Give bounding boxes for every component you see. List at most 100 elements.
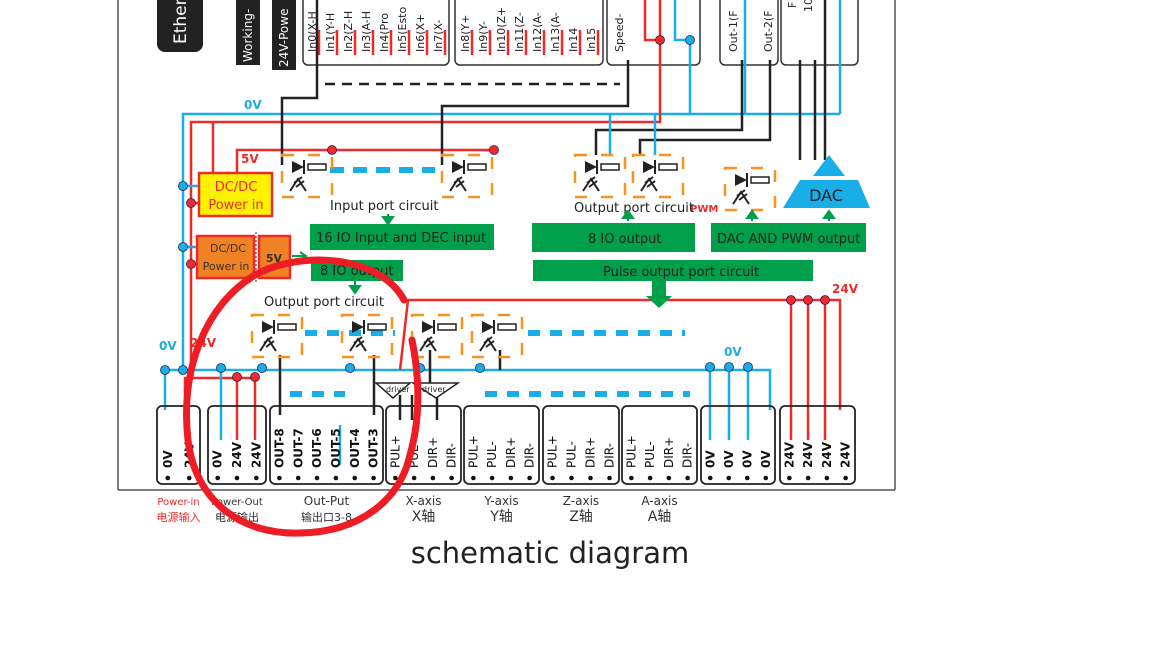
terminal-screw[interactable] <box>744 475 750 481</box>
junction-dot <box>685 35 695 45</box>
terminal-pin-label: DIR- <box>603 443 617 468</box>
terminal-pin-label: DIR+ <box>426 437 440 468</box>
terminal-screw[interactable] <box>508 475 514 481</box>
junction-dot <box>178 181 188 191</box>
zero-v-label-right: 0V <box>724 345 742 359</box>
terminal-screw[interactable] <box>165 475 171 481</box>
working-label-block: Working- <box>236 0 260 65</box>
input-pin-label: In2(Z-H <box>342 11 355 52</box>
junction-dot <box>160 365 170 375</box>
terminal-screw[interactable] <box>449 475 454 481</box>
terminal-screw[interactable] <box>371 475 376 481</box>
terminal-screw[interactable] <box>685 475 690 481</box>
terminal-screw[interactable] <box>234 475 240 481</box>
terminal-screw[interactable] <box>314 475 320 481</box>
terminal-screw[interactable] <box>805 475 811 481</box>
junction-dot <box>186 198 196 208</box>
svg-text:Out-1(F: Out-1(F <box>727 10 740 52</box>
terminal-screw[interactable] <box>588 475 593 481</box>
terminal-block-label-cn: A轴 <box>648 509 672 525</box>
terminal-screw[interactable] <box>787 475 792 481</box>
terminal-block-label: Z-axis <box>563 494 599 508</box>
terminal-screw[interactable] <box>277 475 282 481</box>
twentyfour-v-label-right: 24V <box>832 282 859 296</box>
terminal-screw[interactable] <box>843 475 848 481</box>
junction-dot <box>743 362 753 372</box>
terminal-screw[interactable] <box>647 475 653 481</box>
io-input-box: 16 IO Input and DEC input <box>310 224 494 250</box>
output-port-circuit-label-left: Output port circuit <box>264 295 384 310</box>
svg-text:driver: driver <box>386 385 410 394</box>
svg-text:5V: 5V <box>266 252 283 265</box>
terminal-screw[interactable] <box>215 475 220 481</box>
input-pin-label: In6(X+ <box>414 14 427 52</box>
terminal-screw[interactable] <box>629 475 634 481</box>
terminal-block-label-cn: Y轴 <box>489 509 513 525</box>
junction-dot <box>345 363 355 373</box>
output-port-circuit-label-right: Output port circuit <box>574 201 694 216</box>
green-arrows <box>348 209 836 295</box>
terminal-screw[interactable] <box>186 475 192 481</box>
junction-dot <box>705 362 715 372</box>
terminal-pin-label: PUL- <box>643 441 657 468</box>
terminal-screw[interactable] <box>393 475 398 481</box>
junction-dot <box>724 362 734 372</box>
terminal-screw[interactable] <box>607 475 612 481</box>
svg-text:Pulse output port circuit: Pulse output port circuit <box>603 265 759 280</box>
optocoupler-icon <box>250 313 304 359</box>
svg-text:Ether: Ether <box>171 0 191 44</box>
input-pin-label: In14 <box>567 28 580 52</box>
terminal-screw[interactable] <box>333 475 339 481</box>
terminal-screw[interactable] <box>726 475 732 481</box>
terminal-pin-label: 24V <box>249 441 263 468</box>
dac-pwm-output-box: DAC AND PWM output <box>711 223 866 252</box>
junction-dots <box>160 35 830 382</box>
junction-dot <box>475 363 485 373</box>
terminal-block-label: Power-in <box>157 497 199 508</box>
power24-label-block: 24V-Powe <box>272 0 296 70</box>
terminal-screw[interactable] <box>569 475 574 481</box>
terminal-pin-label: 0V <box>211 450 225 468</box>
terminal-screw[interactable] <box>295 475 301 481</box>
pwm-label: PWM <box>690 204 718 215</box>
optocoupler-icon <box>573 153 627 199</box>
terminal-screw[interactable] <box>489 475 495 481</box>
terminal-screw[interactable] <box>527 475 532 481</box>
terminal-pin-label: DIR+ <box>662 437 676 468</box>
svg-text:8 IO output: 8 IO output <box>588 232 661 247</box>
terminal-screw[interactable] <box>411 475 417 481</box>
terminal-screw[interactable] <box>824 475 830 481</box>
svg-text:Speed-: Speed- <box>613 14 626 52</box>
input-port-circuit-label: Input port circuit <box>330 199 439 214</box>
input-pin-label: In5(Esto <box>396 7 409 53</box>
terminal-screw[interactable] <box>666 475 672 481</box>
terminal-block-label: Power-Out <box>211 497 263 508</box>
junction-dot <box>178 365 188 375</box>
pulse-output-box: Pulse output port circuit <box>533 260 813 308</box>
analog-connector: F 10 <box>780 0 859 66</box>
terminal-pin-label: 24V <box>839 441 853 468</box>
terminal-screw[interactable] <box>707 475 713 481</box>
terminal-pin-label: 0V <box>703 450 717 468</box>
terminal-pin-label: DIR- <box>681 443 695 468</box>
svg-text:driver: driver <box>422 385 446 394</box>
output-connector: Out-1(F Out-2(F <box>719 0 779 66</box>
terminal-screw[interactable] <box>352 475 358 481</box>
input-pin-label: In3(A-H <box>360 11 373 52</box>
terminal-block-label: X-axis <box>406 494 442 508</box>
terminal-screw[interactable] <box>254 475 259 481</box>
terminal-pin-label: OUT-4 <box>348 428 362 468</box>
junction-dot <box>186 259 196 269</box>
terminal-screw[interactable] <box>471 475 476 481</box>
input-pin-label: In11(Z- <box>513 12 526 52</box>
terminal-screw[interactable] <box>763 475 769 481</box>
terminal-pin-label: DIR- <box>523 443 537 468</box>
terminal-screw[interactable] <box>550 475 555 481</box>
optocoupler-icon <box>280 153 334 199</box>
terminal-screw[interactable] <box>430 475 436 481</box>
